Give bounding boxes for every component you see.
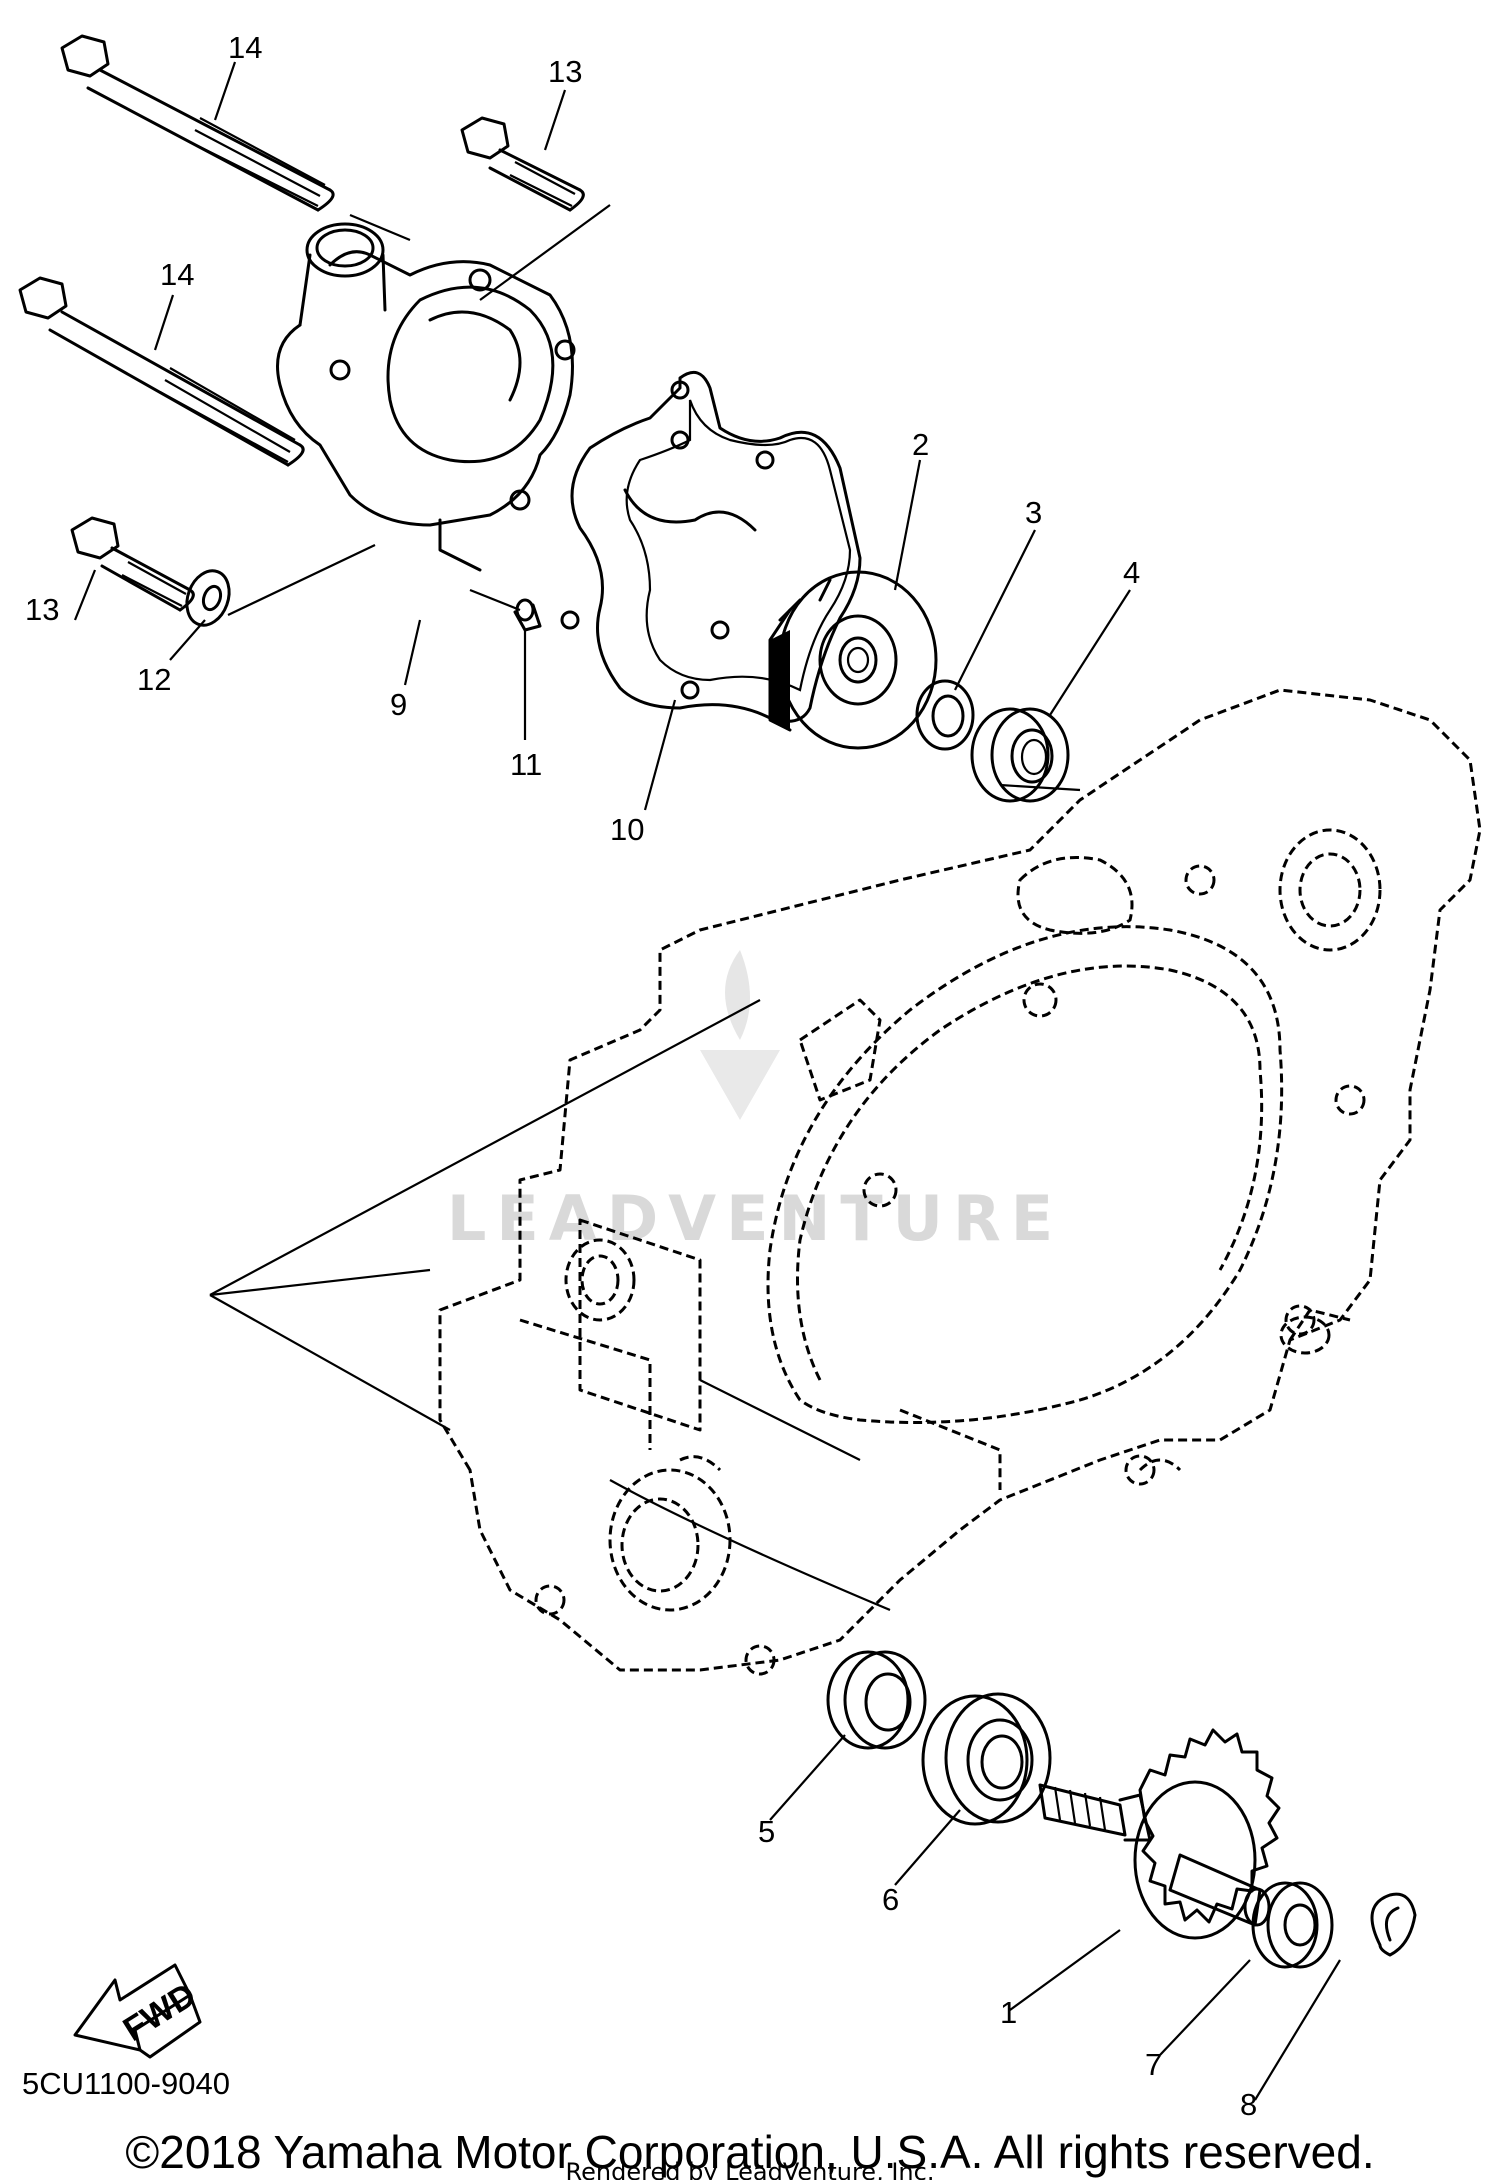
long-bolt-lower bbox=[18, 276, 305, 467]
part-callouts: 1 2 3 4 5 6 7 8 9 10 11 12 13 13 14 14 bbox=[25, 30, 1257, 2122]
callout-14-lower: 14 bbox=[160, 257, 194, 292]
callout-10: 10 bbox=[610, 812, 644, 847]
bearing-6 bbox=[921, 1692, 1052, 1826]
callout-2: 2 bbox=[912, 427, 929, 462]
circlip-8 bbox=[1370, 1892, 1417, 1957]
callout-8: 8 bbox=[1240, 2087, 1257, 2122]
callout-12: 12 bbox=[137, 662, 171, 697]
fwd-arrow-icon: FWD bbox=[73, 1963, 203, 2059]
dowel-pin bbox=[513, 598, 542, 632]
callout-4: 4 bbox=[1123, 555, 1140, 590]
water-pump-cover bbox=[276, 222, 576, 572]
callout-7: 7 bbox=[1145, 2047, 1162, 2082]
callout-11: 11 bbox=[510, 747, 542, 782]
callout-1: 1 bbox=[1000, 1995, 1017, 2030]
impeller bbox=[768, 570, 938, 750]
fwd-label: FWD bbox=[117, 1976, 203, 2049]
watermark-text: LEADVENTURE bbox=[447, 1182, 1063, 1255]
oil-seal-4 bbox=[970, 707, 1070, 803]
copyright-notice: ©2018 Yamaha Motor Corporation, U.S.A. A… bbox=[125, 2126, 1374, 2178]
diagram-code: 5CU1100-9040 bbox=[22, 2066, 230, 2101]
crankcase-cover bbox=[438, 688, 1482, 1676]
impeller-shaft-gear bbox=[1038, 1728, 1281, 1940]
oil-seal-5 bbox=[826, 1650, 927, 1750]
cover-gasket bbox=[560, 370, 862, 723]
watermark: LEADVENTURE bbox=[447, 950, 1063, 1255]
short-bolt-upper bbox=[460, 116, 585, 212]
long-bolt-upper bbox=[60, 34, 335, 212]
callout-13-upper: 13 bbox=[548, 54, 582, 89]
callout-14-upper: 14 bbox=[228, 30, 262, 65]
assembly-guide-lines bbox=[209, 999, 761, 1431]
short-bolt-lower bbox=[70, 516, 195, 612]
callout-leaders bbox=[73, 61, 1341, 2101]
callout-9: 9 bbox=[390, 687, 407, 722]
callout-6: 6 bbox=[882, 1882, 899, 1917]
rendered-by-notice: Rendered by LeadVenture, Inc. bbox=[566, 2158, 935, 2180]
callout-5: 5 bbox=[758, 1814, 775, 1849]
callout-3: 3 bbox=[1025, 495, 1042, 530]
washer-7 bbox=[1251, 1881, 1334, 1969]
oil-seal-3 bbox=[915, 679, 975, 751]
washer-12 bbox=[185, 569, 231, 627]
callout-13-lower: 13 bbox=[25, 592, 59, 627]
alignment-lines bbox=[227, 204, 1081, 1612]
